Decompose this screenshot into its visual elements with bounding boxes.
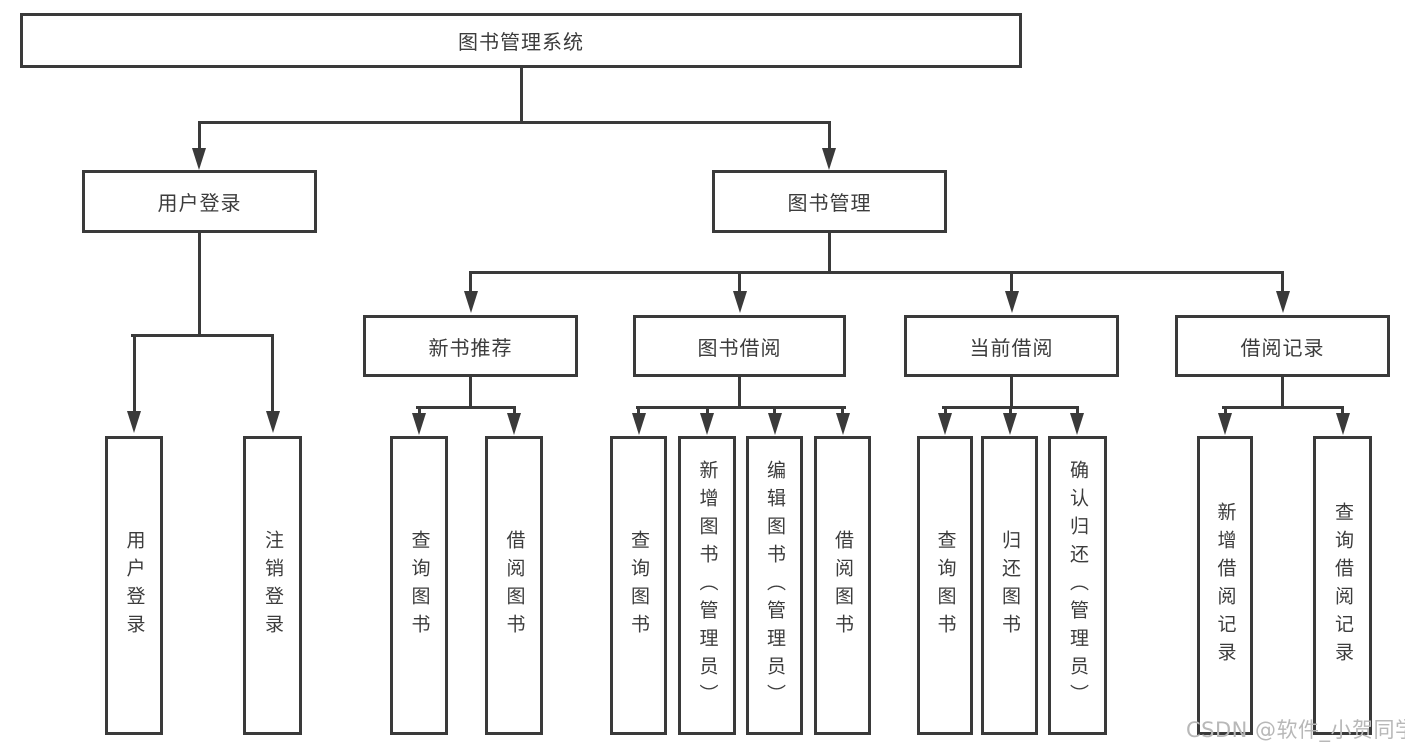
connector-line — [512, 407, 516, 414]
node-label: 当前借阅 — [969, 335, 1054, 360]
arrow-down-icon — [1004, 291, 1019, 313]
leaf-query-books-current: 查询图书 — [917, 436, 973, 735]
arrow-down-icon — [1218, 413, 1232, 435]
connector-line — [197, 233, 201, 336]
connector-line — [1341, 407, 1344, 414]
node-label: 编辑图书（管理员） — [763, 459, 786, 712]
node-label: 查询图书 — [408, 529, 431, 642]
node-label: 新增图书（管理员） — [696, 459, 719, 712]
connector-line — [469, 270, 1284, 274]
connector-line — [197, 120, 831, 124]
watermark-text: CSDN @软件_小贺同学 — [1186, 718, 1405, 742]
arrow-down-icon — [1335, 413, 1350, 435]
node-new-book-recommend: 新书推荐 — [363, 315, 578, 377]
connector-line — [1281, 377, 1284, 408]
arrow-down-icon — [192, 148, 206, 170]
arrow-down-icon — [732, 291, 747, 313]
leaf-return-books: 归还图书 — [981, 436, 1038, 735]
connector-line — [1075, 407, 1079, 414]
node-label: 图书管理 — [787, 191, 872, 215]
node-label: 借阅图书 — [503, 529, 526, 642]
arrow-down-icon — [1275, 291, 1290, 313]
leaf-confirm-return-admin: 确认归还（管理员） — [1048, 436, 1107, 735]
node-label: 图书借阅 — [697, 335, 782, 360]
node-book-management: 图书管理 — [712, 170, 947, 233]
arrow-down-icon — [835, 413, 850, 435]
connector-line — [197, 122, 201, 150]
connector-line — [705, 407, 709, 414]
node-label: 新书推荐 — [428, 335, 513, 360]
leaf-user-login: 用户登录 — [105, 436, 163, 735]
connector-line — [469, 377, 472, 408]
connector-line — [416, 405, 516, 409]
leaf-query-books-recommend: 查询图书 — [390, 436, 448, 735]
connector-line — [1010, 272, 1013, 292]
node-label: 查询借阅记录 — [1331, 501, 1354, 670]
node-user-login: 用户登录 — [82, 170, 317, 233]
connector-line — [773, 407, 776, 414]
leaf-query-borrow-record: 查询借阅记录 — [1313, 436, 1372, 735]
arrow-down-icon — [767, 413, 782, 435]
node-label: 确认归还（管理员） — [1066, 459, 1089, 712]
connector-line — [738, 272, 741, 292]
leaf-add-borrow-record: 新增借阅记录 — [1197, 436, 1253, 735]
node-label: 新增借阅记录 — [1214, 501, 1237, 670]
arrow-down-icon — [463, 291, 478, 313]
node-current-borrowing: 当前借阅 — [904, 315, 1119, 377]
connector-line — [827, 233, 831, 273]
connector-line — [132, 335, 136, 411]
connector-line — [738, 377, 741, 408]
node-label: 借阅记录 — [1240, 335, 1325, 360]
leaf-add-books-admin: 新增图书（管理员） — [678, 436, 736, 735]
arrow-down-icon — [700, 413, 714, 435]
connector-line — [1010, 377, 1013, 408]
leaf-borrow-books-recommend: 借阅图书 — [485, 436, 543, 735]
node-label: 用户登录 — [157, 191, 242, 215]
connector-line — [637, 407, 640, 414]
connector-line — [827, 122, 831, 150]
arrow-down-icon — [127, 411, 141, 433]
node-label: 查询图书 — [627, 529, 650, 642]
connector-line — [469, 272, 472, 292]
connector-line — [841, 407, 844, 414]
node-label: 图书管理系统 — [458, 30, 584, 54]
node-library-management-system: 图书管理系统 — [20, 13, 1022, 68]
arrow-down-icon — [822, 148, 836, 170]
connector-line — [1281, 272, 1284, 292]
node-label: 用户登录 — [123, 529, 146, 642]
node-label: 查询图书 — [934, 529, 957, 642]
connector-line — [1008, 407, 1012, 414]
connector-line — [417, 407, 421, 414]
node-label: 归还图书 — [998, 529, 1021, 642]
leaf-edit-books-admin: 编辑图书（管理员） — [746, 436, 803, 735]
node-book-borrowing: 图书借阅 — [633, 315, 846, 377]
connector-line — [943, 407, 947, 414]
connector-line — [635, 405, 846, 409]
node-label: 借阅图书 — [831, 529, 854, 642]
leaf-borrow-books-borrowing: 借阅图书 — [814, 436, 871, 735]
arrow-down-icon — [1070, 413, 1084, 435]
arrow-down-icon — [1003, 413, 1017, 435]
arrow-down-icon — [938, 413, 952, 435]
leaf-logout-login: 注销登录 — [243, 436, 302, 735]
connector-line — [271, 335, 274, 411]
arrow-down-icon — [265, 411, 280, 433]
node-label: 注销登录 — [261, 529, 284, 642]
arrow-down-icon — [507, 413, 521, 435]
leaf-query-books-borrowing: 查询图书 — [610, 436, 667, 735]
connector-line — [1222, 405, 1344, 409]
node-borrowing-records: 借阅记录 — [1175, 315, 1390, 377]
connector-line — [519, 68, 523, 123]
arrow-down-icon — [631, 413, 646, 435]
connector-line — [131, 333, 274, 337]
connector-line — [1223, 407, 1227, 414]
arrow-down-icon — [412, 413, 426, 435]
